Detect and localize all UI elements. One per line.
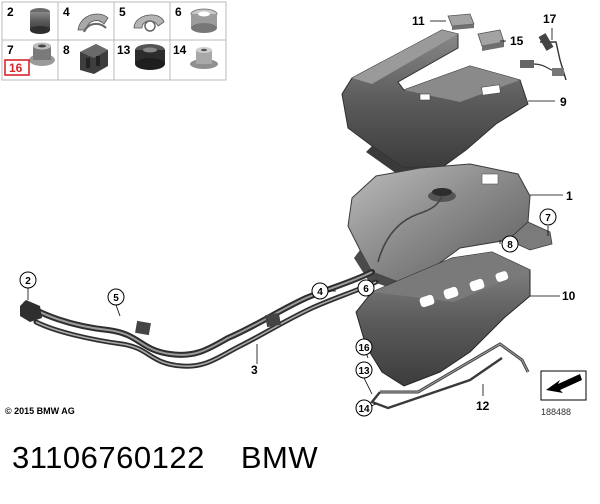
thumbnail-label: 2 <box>7 5 14 19</box>
callout-3: 3 <box>251 363 258 377</box>
thumbnail-cell-2[interactable]: 2 <box>7 5 50 34</box>
sensor-part-17[interactable] <box>520 33 567 81</box>
thumbnail-label-highlighted: 16 <box>9 61 23 75</box>
svg-text:5: 5 <box>113 293 119 304</box>
circled-callout-13: 13 <box>355 361 373 379</box>
callout-12: 12 <box>476 399 490 413</box>
svg-text:16: 16 <box>358 343 370 354</box>
pad-part-15[interactable] <box>477 29 505 51</box>
thumbnail-cell-16[interactable]: 16 <box>4 59 30 76</box>
thumbnail-label: 7 <box>7 43 14 57</box>
thumbnail-grid: 2 4 5 6 7 <box>1 1 227 81</box>
circled-callout-5: 5 <box>107 288 125 306</box>
vent-hose <box>377 195 443 263</box>
circled-callout-6: 6 <box>357 279 375 297</box>
thumbnail-label: 5 <box>119 5 126 19</box>
pad-part-11[interactable] <box>447 13 475 30</box>
svg-text:2: 2 <box>25 276 31 287</box>
leader-lines <box>27 20 563 409</box>
thumbnail-cell-6[interactable]: 6 <box>175 5 218 33</box>
tank-cover-part-9[interactable] <box>341 29 529 176</box>
callout-1: 1 <box>566 189 573 203</box>
callout-10: 10 <box>562 289 576 303</box>
thumbnail-cell-13[interactable]: 13 <box>117 43 165 70</box>
circled-callout-8: 8 <box>501 235 519 253</box>
part-number-footer: 31106760122 BMW <box>12 440 318 476</box>
circled-callout-7: 7 <box>539 208 557 226</box>
thumbnail-label: 13 <box>117 43 131 57</box>
thumbnail-cell-14[interactable]: 14 <box>173 43 218 69</box>
thumbnail-cell-8[interactable]: 8 <box>63 43 108 74</box>
tension-strap-part-12[interactable] <box>370 342 530 410</box>
callout-9: 9 <box>560 95 567 109</box>
thumbnail-label: 6 <box>175 5 182 19</box>
circled-callout-14: 14 <box>355 399 373 417</box>
svg-text:7: 7 <box>545 213 551 224</box>
next-diagram-arrow-button[interactable] <box>540 370 587 401</box>
fuel-lines-part-3[interactable] <box>20 269 379 369</box>
callout-11: 11 <box>412 14 425 28</box>
thumbnail-label: 8 <box>63 43 70 57</box>
thumbnail-cell-5[interactable]: 5 <box>119 5 165 32</box>
thumbnail-label: 14 <box>173 43 187 57</box>
circled-callout-2: 2 <box>19 271 37 289</box>
circled-callout-4: 4 <box>311 282 329 300</box>
diagram-id: 188488 <box>541 407 572 417</box>
circled-callouts: 2 5 4 6 7 8 16 13 <box>19 208 557 417</box>
callout-labels: 11 15 17 9 1 10 12 3 <box>251 12 576 413</box>
svg-text:13: 13 <box>358 366 370 377</box>
fuel-tank-assembly <box>20 13 567 410</box>
callout-15: 15 <box>510 34 524 48</box>
thumbnail-cell-4[interactable]: 4 <box>63 5 109 33</box>
circled-callout-16: 16 <box>355 338 373 356</box>
copyright-notice: © 2015 BMW AG <box>5 406 75 416</box>
svg-text:14: 14 <box>358 404 370 415</box>
callout-17: 17 <box>543 12 557 26</box>
fuel-tank-part-1[interactable] <box>347 163 553 290</box>
svg-text:8: 8 <box>507 240 513 251</box>
svg-text:4: 4 <box>317 287 323 298</box>
tank-tray-part-10[interactable] <box>355 251 531 387</box>
part-number: 31106760122 <box>12 440 205 475</box>
arrow-icon <box>546 374 582 393</box>
thumbnail-cell-7[interactable]: 7 <box>7 42 55 67</box>
thumbnail-label: 4 <box>63 5 70 19</box>
brand-name: BMW <box>240 440 319 475</box>
svg-text:6: 6 <box>363 284 369 295</box>
